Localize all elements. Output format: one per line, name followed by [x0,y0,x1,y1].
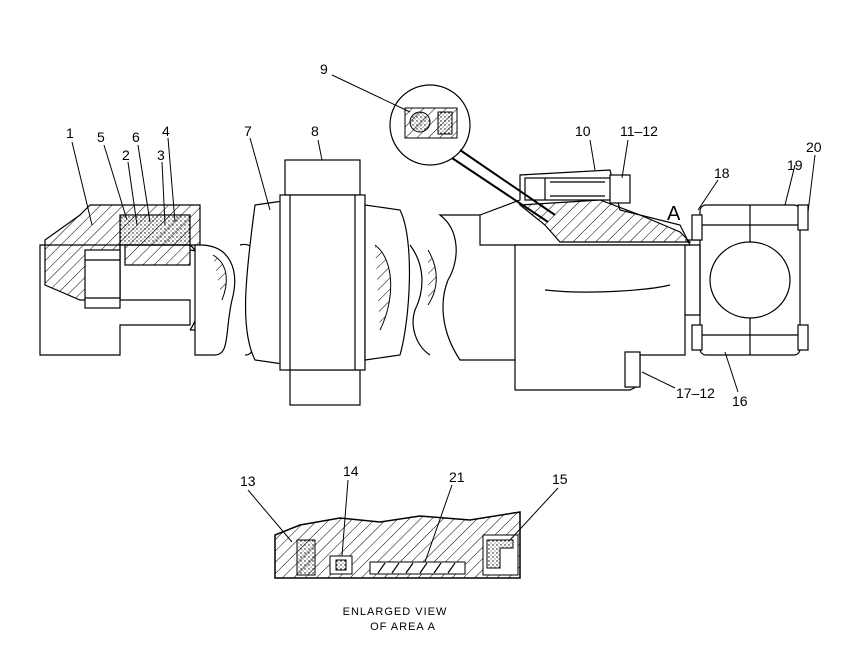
callout-17-12: 17–12 [676,385,715,401]
callout-20: 20 [806,139,822,155]
callout-1: 1 [66,125,74,141]
shaft-break-left [194,243,260,356]
detail-magnifier-9 [389,84,556,223]
center-bearing-housing [244,159,411,406]
callout-16: 16 [732,393,748,409]
callout-6: 6 [132,129,140,145]
callout-10: 10 [575,123,591,139]
callout-5: 5 [97,129,105,145]
enlarged-view-area-a [274,511,521,579]
caption-line-2: OF AREA A [370,621,436,633]
area-a-marker: A [667,203,681,225]
callout-15: 15 [552,471,568,487]
caption-line-1: ENLARGED VIEW [343,606,448,618]
callout-9: 9 [320,61,328,77]
right-flange-assembly [479,169,700,391]
callout-11-12: 11–12 [620,123,658,139]
leader-lines [71,74,816,563]
clamp-block [685,204,809,356]
callout-2: 2 [122,147,130,163]
callout-3: 3 [157,147,165,163]
callout-4: 4 [162,123,170,139]
callout-21: 21 [449,469,465,485]
callout-13: 13 [240,473,256,489]
shaft-break-right [409,214,521,361]
callout-14: 14 [343,463,359,479]
callout-18: 18 [714,165,730,181]
callout-7: 7 [244,123,252,139]
callout-8: 8 [311,123,319,139]
left-end-housing [39,204,226,356]
callout-19: 19 [787,157,803,173]
